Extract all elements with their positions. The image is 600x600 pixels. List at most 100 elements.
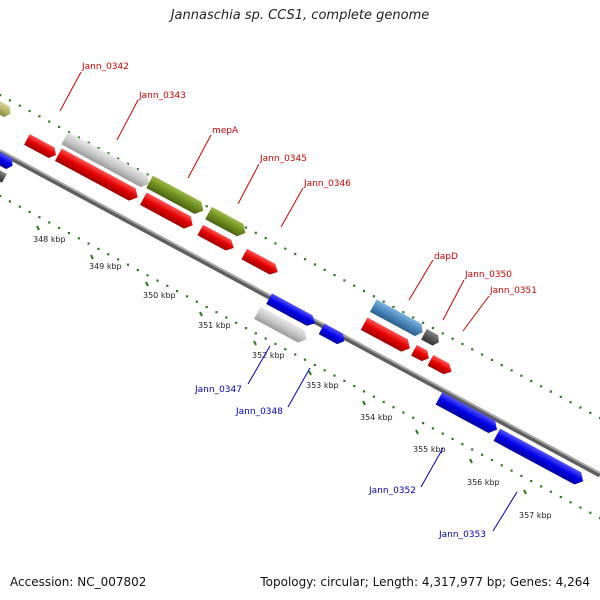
gene-label-Jann_0342[interactable]: Jann_0342 — [81, 62, 129, 72]
gene-label-Jann_0353[interactable]: Jann_0353 — [438, 530, 486, 540]
ruler-dot — [559, 395, 562, 398]
gene-Jann_0352-arrow[interactable] — [435, 392, 501, 436]
ruler-dot — [500, 464, 503, 467]
gene-red-arrow-e[interactable] — [411, 344, 432, 364]
ruler-dot — [471, 448, 474, 451]
ruler-dot — [18, 205, 21, 208]
gene-red-long-arrow[interactable] — [55, 148, 141, 204]
ruler-dot — [38, 115, 41, 118]
gene-label-Jann_0348[interactable]: Jann_0348 — [235, 407, 283, 417]
ruler-dot — [481, 453, 484, 456]
tick-355: 355 kbp — [413, 429, 446, 454]
ruler-dot — [264, 337, 267, 340]
tick-357: 357 kbp — [519, 489, 552, 520]
ruler-dot — [107, 152, 110, 155]
gene-label-Jann_0351[interactable]: Jann_0351 — [489, 286, 537, 296]
ruler-dot — [490, 458, 493, 462]
ruler-dot — [540, 485, 543, 488]
tick-label-350: 350 kbp — [143, 291, 176, 300]
gene-label-Jann_0347[interactable]: Jann_0347 — [194, 385, 242, 395]
gene-red-arrow-d[interactable] — [360, 317, 413, 355]
tick-349: 349 kbp — [89, 254, 122, 271]
gene-label-Jann_0352[interactable]: Jann_0352 — [368, 486, 416, 496]
ruler-dot — [333, 274, 336, 277]
genome-summary-text: Topology: circular; Length: 4,317,977 bp… — [260, 575, 590, 589]
gene-dapD-arrow[interactable] — [370, 299, 426, 339]
tick-label-351: 351 kbp — [198, 321, 231, 330]
tick-label-349: 349 kbp — [89, 262, 122, 271]
ruler-dot — [303, 358, 307, 361]
ruler-dot — [58, 125, 61, 128]
outer-ruler-dots — [0, 94, 600, 420]
ruler-dot — [48, 221, 51, 224]
ruler-dot — [146, 173, 149, 176]
ruler-dot — [87, 141, 90, 144]
ruler-dot — [38, 216, 41, 219]
ruler-dot — [264, 237, 267, 240]
ruler-dot — [166, 284, 169, 287]
gene-Jann_0345-arrow[interactable] — [205, 206, 249, 239]
ruler-dot — [323, 369, 326, 372]
gene-label-Jann_0345[interactable]: Jann_0345 — [259, 154, 307, 164]
ruler-dot — [431, 327, 434, 330]
tick-356: 356 kbp — [467, 458, 500, 487]
ruler-dot — [313, 263, 316, 266]
ruler-dot — [284, 348, 287, 351]
ruler-dot — [461, 342, 464, 346]
ruler-dot — [372, 395, 375, 398]
ruler-dot — [422, 422, 425, 425]
gene-Jann_0346-arrow[interactable] — [140, 192, 196, 232]
ruler-dot — [244, 226, 248, 229]
gene-mepA-arrow[interactable] — [146, 175, 206, 217]
ruler-dot — [422, 321, 425, 324]
gene-Jann_0353-arrow[interactable] — [493, 428, 587, 488]
gene-red-arrow-c[interactable] — [241, 248, 280, 278]
gene-Jann_0351-arrow[interactable] — [427, 355, 455, 377]
ruler-dot — [0, 94, 2, 97]
gene-Jann_0350-arrow[interactable] — [421, 328, 442, 348]
gene-label-Jann_0346[interactable]: Jann_0346 — [303, 179, 351, 189]
ruler-dot — [215, 311, 218, 314]
gene-label-dapD[interactable]: dapD — [434, 252, 458, 262]
ruler-dot — [372, 295, 375, 298]
gene-Jann_0348-arrow[interactable] — [318, 323, 348, 347]
ruler-dot — [67, 232, 71, 235]
ruler-dot — [540, 385, 543, 388]
gene-red-arrow-b[interactable] — [197, 224, 236, 254]
ruler-dot — [117, 157, 120, 160]
ruler-dot — [28, 210, 31, 213]
map-title: Jannaschia sp. CCS1, complete genome — [170, 8, 430, 23]
gene-partial-khaki[interactable] — [0, 97, 13, 119]
ruler-dot — [520, 474, 523, 477]
ruler-dot — [97, 247, 100, 250]
gene-partial-dark[interactable] — [0, 166, 7, 183]
ruler-dot — [126, 162, 130, 165]
ruler-dot — [530, 480, 533, 483]
gene-label-mepA[interactable]: mepA — [212, 126, 239, 136]
forward-gene-labels: Jann_0342 Jann_0343 mepA Jann_0345 Jann_… — [59, 62, 537, 332]
ruler-dot — [392, 305, 395, 308]
ruler-dot — [274, 342, 277, 345]
tick-label-352: 352 kbp — [252, 351, 285, 360]
gene-label-Jann_0343[interactable]: Jann_0343 — [138, 91, 186, 101]
gene-Jann_0343-arrow[interactable] — [61, 132, 152, 190]
ruler-dot — [126, 263, 130, 266]
ruler-dot — [313, 363, 316, 367]
gene-Jann_0342-arrow[interactable] — [24, 134, 59, 160]
ruler-dot — [382, 400, 385, 404]
ruler-dot — [107, 253, 110, 256]
gene-partial-blue[interactable] — [0, 148, 15, 171]
tick-351: 351 kbp — [198, 311, 231, 330]
gene-Jann_0347-arrow[interactable] — [266, 293, 317, 328]
ruler-dot — [451, 337, 454, 340]
ruler-dot — [274, 242, 277, 245]
ruler-dot — [244, 327, 248, 330]
ruler-dot — [303, 258, 307, 261]
gene-label-Jann_0350[interactable]: Jann_0350 — [464, 270, 512, 280]
tick-label-354: 354 kbp — [360, 413, 393, 422]
ruler-dot — [490, 358, 493, 361]
gene-grey-arrow-b[interactable] — [254, 306, 310, 346]
tick-353: 353 kbp — [306, 370, 339, 390]
ruler-dot — [284, 247, 287, 250]
ruler-dot — [294, 353, 297, 356]
